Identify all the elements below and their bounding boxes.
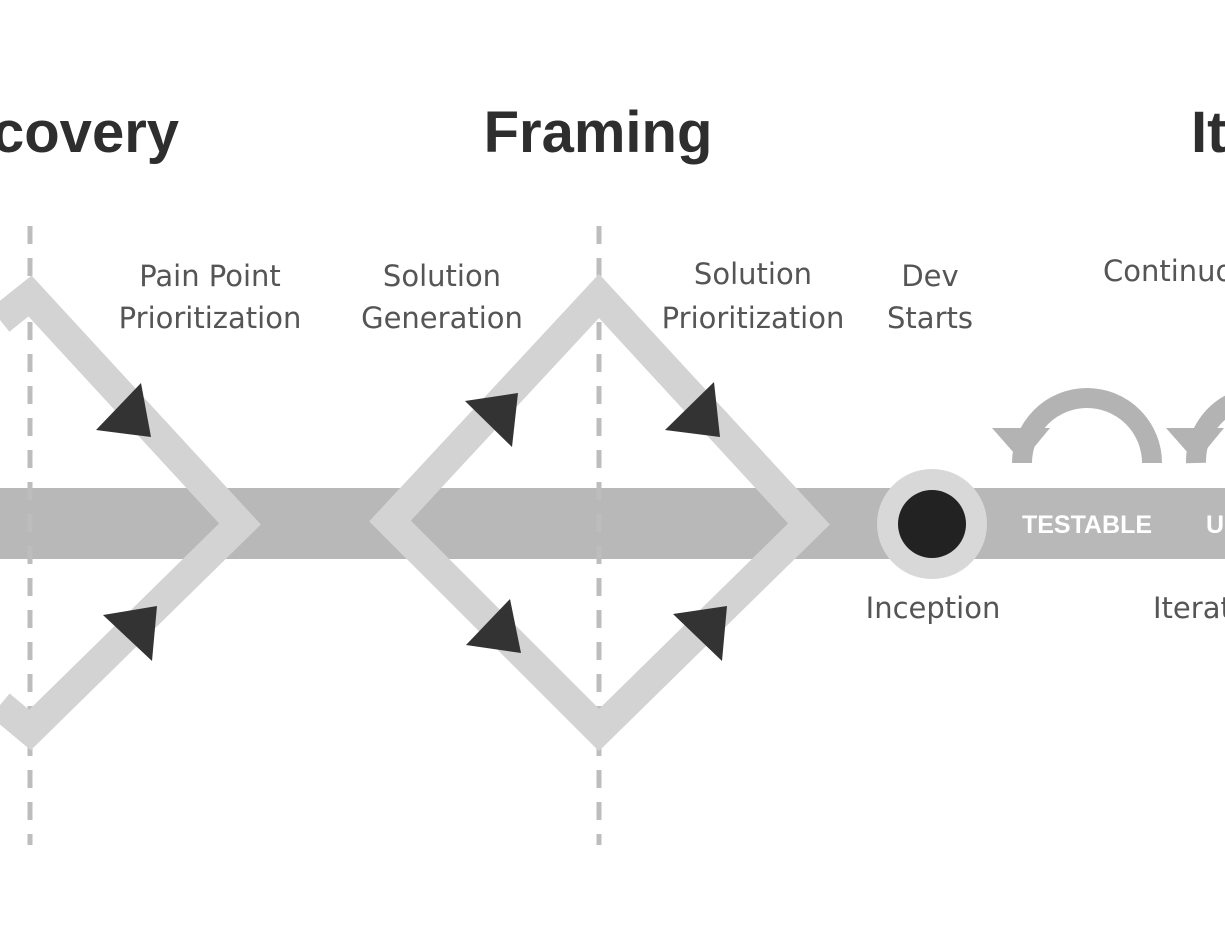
framing-diamond xyxy=(369,273,830,752)
pain-point-label-line2: Prioritization xyxy=(119,301,302,335)
triangle-arrow-icon xyxy=(96,383,151,437)
triangle-arrow-icon xyxy=(103,606,157,661)
continuous-label: Continuo xyxy=(1103,254,1225,288)
iteration-label: Iterat xyxy=(1153,591,1225,625)
framing-phase-title: Framing xyxy=(484,100,713,165)
triangle-arrow-icon xyxy=(465,393,518,447)
testable-badge: TESTABLE xyxy=(1022,511,1152,539)
next-badge: U xyxy=(1206,511,1224,539)
solution-generation-label-line2: Generation xyxy=(361,301,523,335)
triangle-arrow-icon xyxy=(466,599,521,653)
triangle-arrow-icon xyxy=(673,606,727,661)
discovery-phase-title: covery xyxy=(0,100,179,165)
cycle-arrow-head-icon xyxy=(992,428,1050,462)
cycle-arrow-head-icon xyxy=(1166,428,1224,462)
solution-prioritization-label-line1: Solution xyxy=(694,257,812,291)
solution-generation-label-line1: Solution xyxy=(383,259,501,293)
triangle-arrow-icon xyxy=(665,382,720,437)
dev-starts-label-line1: Dev xyxy=(901,259,958,293)
pain-point-label-line1: Pain Point xyxy=(139,259,281,293)
solution-prioritization-label-line2: Prioritization xyxy=(662,301,845,335)
iteration-phase-title: It xyxy=(1191,100,1225,165)
inception-dot xyxy=(898,490,966,558)
inception-label: Inception xyxy=(866,591,1001,625)
dev-starts-label-line2: Starts xyxy=(887,301,973,335)
discovery-diamond xyxy=(0,275,261,751)
